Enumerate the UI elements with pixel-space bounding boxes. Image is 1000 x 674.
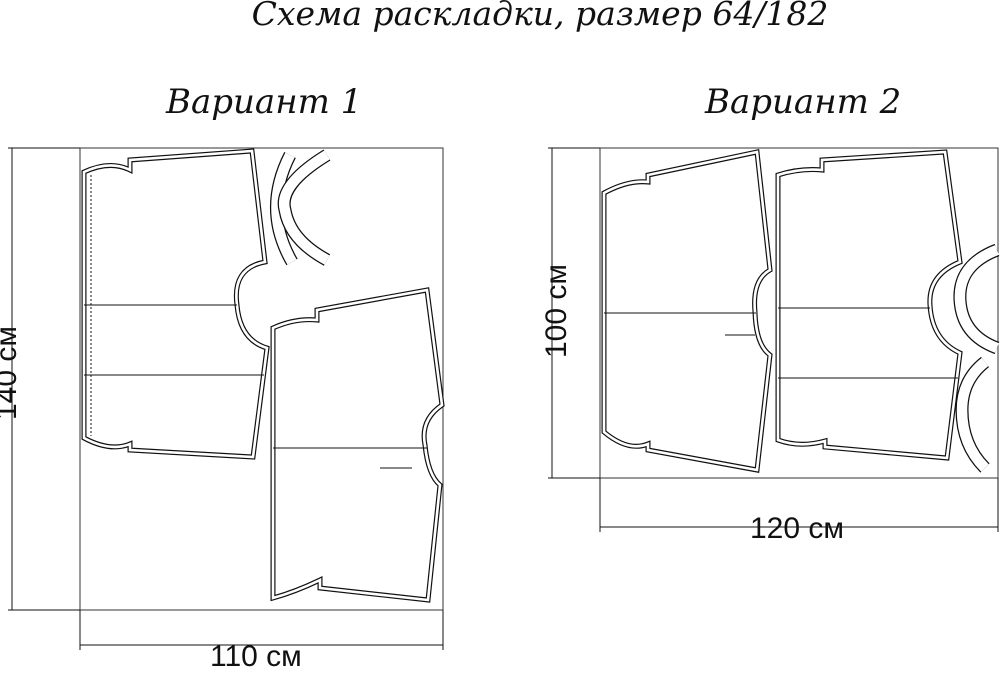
fabric-v2: [599, 147, 999, 479]
pattern-piece-back-v2: [775, 149, 963, 461]
collar-pieces-v1: [270, 149, 331, 266]
width-label-v1: 110 см: [210, 640, 302, 673]
collar-pieces-v2: [953, 243, 1000, 473]
pattern-piece-front-v1: [270, 287, 445, 603]
dimension-width-v1: [79, 610, 444, 650]
dimension-height-v1: [8, 147, 80, 611]
page-title: Схема раскладки, размер 64/182: [251, 0, 829, 33]
pattern-piece-front-v2: [601, 148, 773, 473]
variant-2-label: Вариант 2: [705, 82, 902, 122]
pattern-piece-back-v1: [81, 148, 270, 460]
height-label-v1: 140 см: [0, 325, 24, 421]
variant-1-label: Вариант 1: [166, 82, 363, 122]
dimension-height-v2: [548, 147, 600, 479]
width-label-v2: 120 см: [750, 512, 845, 545]
dimension-width-v2: [599, 478, 999, 532]
height-label-v2: 100 см: [540, 263, 574, 359]
fabric-v1: [79, 147, 444, 611]
